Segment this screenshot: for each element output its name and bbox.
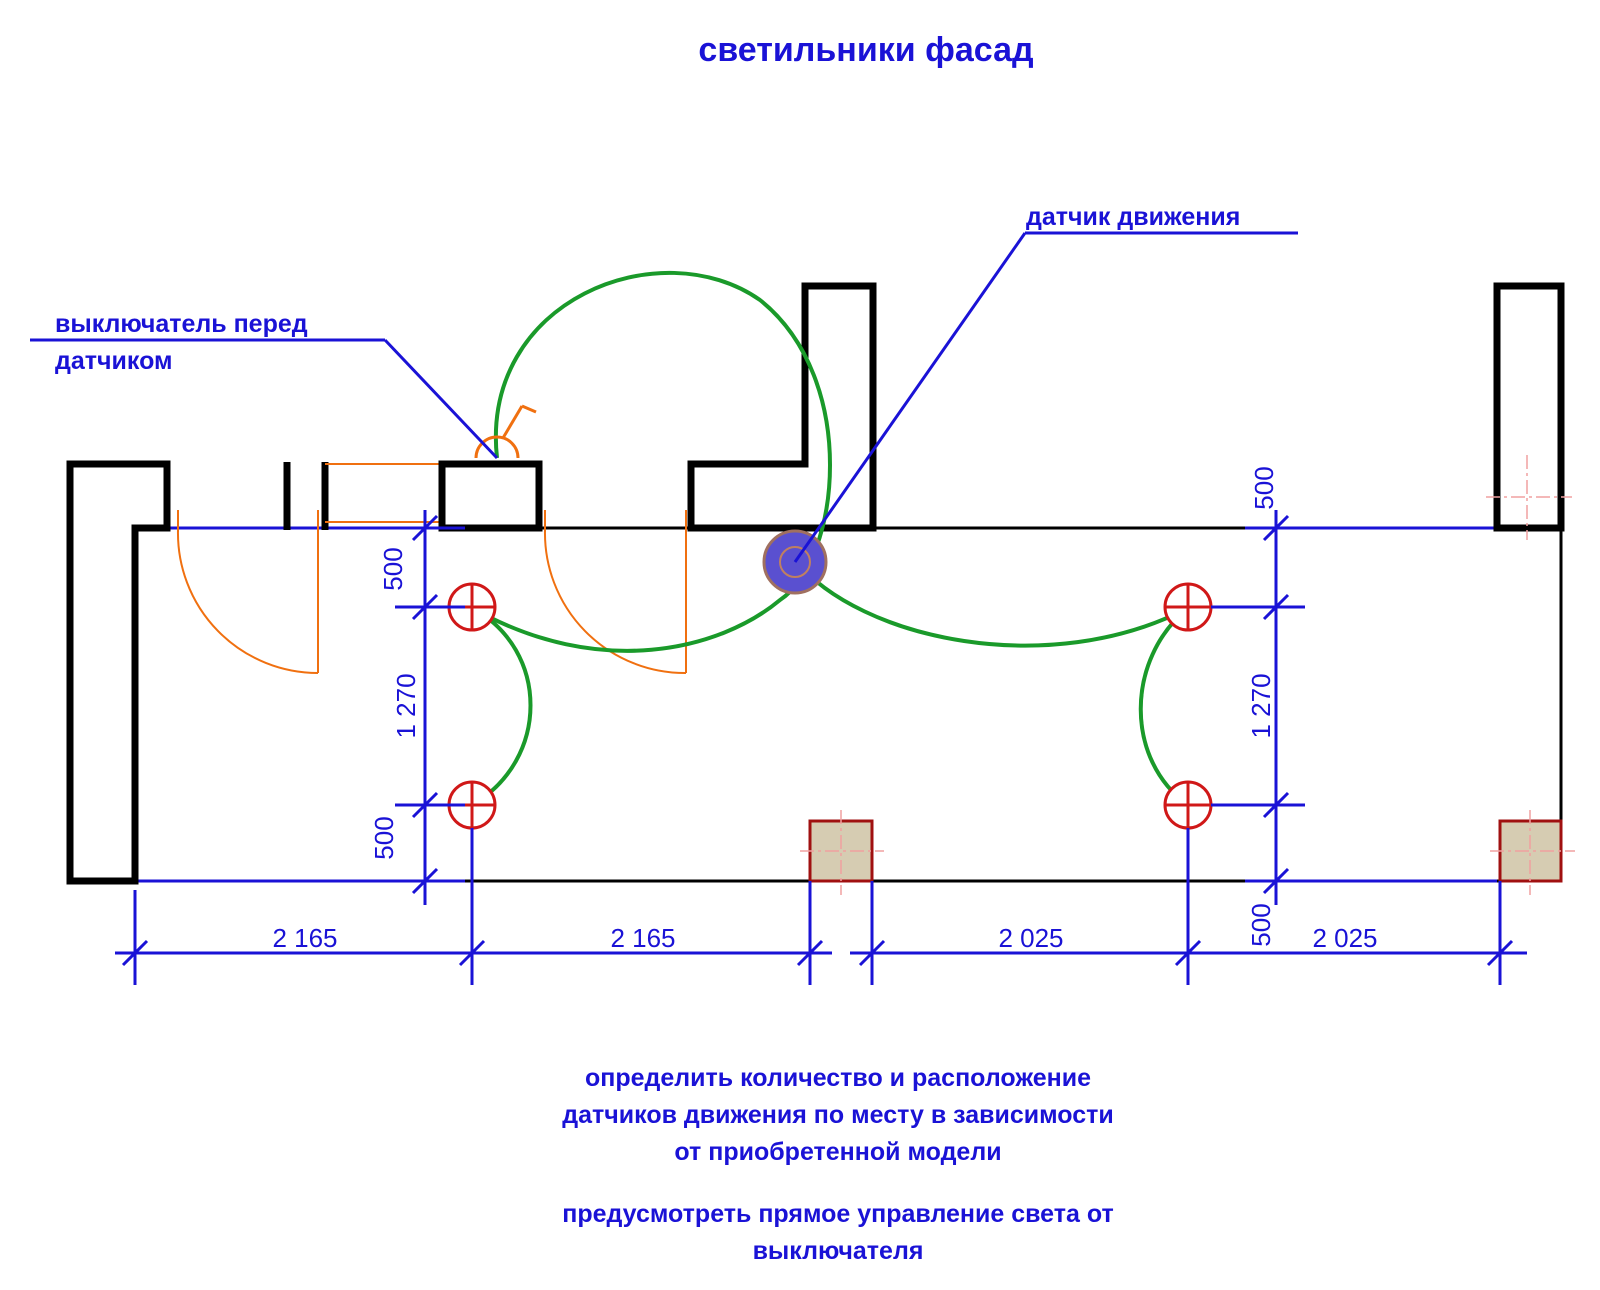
drawing-title: светильники фасад: [698, 31, 1033, 69]
wall-center: [687, 282, 877, 532]
note-1-line-1: определить количество и расположение: [585, 1064, 1091, 1092]
switch-icon: [474, 404, 537, 459]
dimension-horizontal: [115, 828, 1527, 985]
switch-callout-line1: выключатель перед: [55, 310, 308, 338]
dim-right-500-top: 500: [1249, 466, 1279, 509]
door-left: [176, 510, 319, 674]
dimension-left-vertical: [395, 510, 465, 905]
dim-right-1270: 1 270: [1246, 673, 1276, 738]
dim-width-3: 2 025: [998, 923, 1063, 953]
dim-width-1: 2 165: [272, 923, 337, 953]
note-2-line-1: предусмотреть прямое управление света от: [562, 1200, 1114, 1228]
dim-left-1270: 1 270: [391, 673, 421, 738]
dim-left-500-top: 500: [378, 547, 408, 590]
dim-width-2: 2 165: [610, 923, 675, 953]
window-jambs: [283, 462, 442, 530]
wiring: [470, 270, 1190, 807]
column-middle: [800, 810, 884, 895]
leader-sensor: [793, 231, 1298, 563]
lamp-icon: [1163, 780, 1213, 830]
leader-switch: [30, 338, 499, 460]
wall-left: [66, 460, 171, 885]
sensor-callout: датчик движения: [1026, 203, 1240, 231]
wall-right: [1486, 282, 1572, 540]
note-1-line-2: датчиков движения по месту в зависимости: [562, 1101, 1114, 1129]
dim-left-500-bottom: 500: [369, 816, 399, 859]
note-1-line-3: от приобретенной модели: [674, 1138, 1001, 1166]
dim-right-500-bottom: 500: [1246, 903, 1276, 946]
column-right: [1490, 810, 1575, 895]
note-2-line-2: выключателя: [753, 1237, 924, 1265]
lamp-icon: [447, 582, 497, 632]
switch-callout-line2: датчиком: [55, 347, 173, 375]
wall-pier: [438, 460, 543, 532]
lamp-icon: [1163, 582, 1213, 632]
dim-width-4: 2 025: [1312, 923, 1377, 953]
dimension-right-vertical: [1211, 510, 1305, 905]
